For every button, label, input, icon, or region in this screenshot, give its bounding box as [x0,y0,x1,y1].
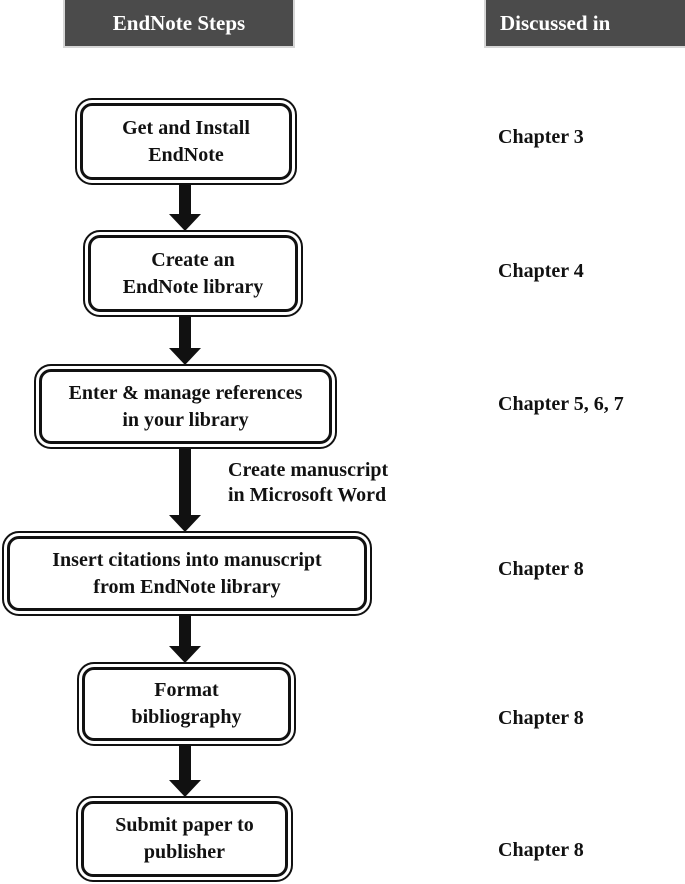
arrow-down-icon [169,646,201,663]
flow-arrow-5 [169,745,201,797]
step-label: Format bibliography [131,679,242,728]
chapter-label-step-2: Chapter 4 [498,260,584,282]
flow-arrow-4 [169,615,201,663]
arrow-shaft [179,745,191,780]
arrow-down-icon [169,214,201,231]
step-box-inner-border: Format bibliography [82,667,291,741]
step-label: Get and Install EndNote [122,116,250,166]
step-box-inner-border: Create an EndNote library [88,235,298,312]
step-box-enter-manage-references: Enter & manage references in your librar… [34,364,337,449]
step-box-inner-border: Insert citations into manuscript from En… [7,536,367,611]
step-box-inner-border: Submit paper to publisher [81,801,288,877]
chapter-label-step-6: Chapter 8 [498,839,584,861]
step-label: Insert citations into manuscript from En… [52,548,322,598]
step-box-inner-border: Enter & manage references in your librar… [39,369,332,444]
step-box-create-endnote-library: Create an EndNote library [83,230,303,317]
arrow-down-icon [169,348,201,365]
column-header-discussed-in: Discussed in [484,0,685,48]
arrow-shaft [179,448,191,515]
flow-arrow-2 [169,316,201,365]
chapter-label-step-1: Chapter 3 [498,126,584,148]
column-header-endnote-steps: EndNote Steps [63,0,295,48]
arrow-down-icon [169,780,201,797]
step-box-format-bibliography: Format bibliography [77,662,296,746]
step-box-submit-paper: Submit paper to publisher [76,796,293,882]
step-label: Submit paper to publisher [115,814,254,863]
flow-arrow-1 [169,185,201,231]
arrow-shaft [179,316,191,348]
arrow-annotation-create-manuscript: Create manuscript in Microsoft Word [228,459,389,506]
arrow-down-icon [169,515,201,532]
step-label: Enter & manage references in your librar… [68,381,303,431]
flow-arrow-3 [169,448,201,532]
chapter-label-step-4: Chapter 8 [498,558,584,580]
arrow-shaft [179,185,191,214]
arrow-shaft [179,615,191,646]
chapter-label-step-5: Chapter 8 [498,707,584,729]
chapter-label-step-3: Chapter 5, 6, 7 [498,393,624,415]
step-box-get-and-install-endnote: Get and Install EndNote [75,98,297,185]
step-box-inner-border: Get and Install EndNote [80,103,292,180]
column-header-endnote-steps-label: EndNote Steps [112,10,246,35]
step-label: Create an EndNote library [122,248,264,298]
step-box-insert-citations: Insert citations into manuscript from En… [2,531,372,616]
column-header-discussed-in-label: Discussed in [500,10,611,35]
